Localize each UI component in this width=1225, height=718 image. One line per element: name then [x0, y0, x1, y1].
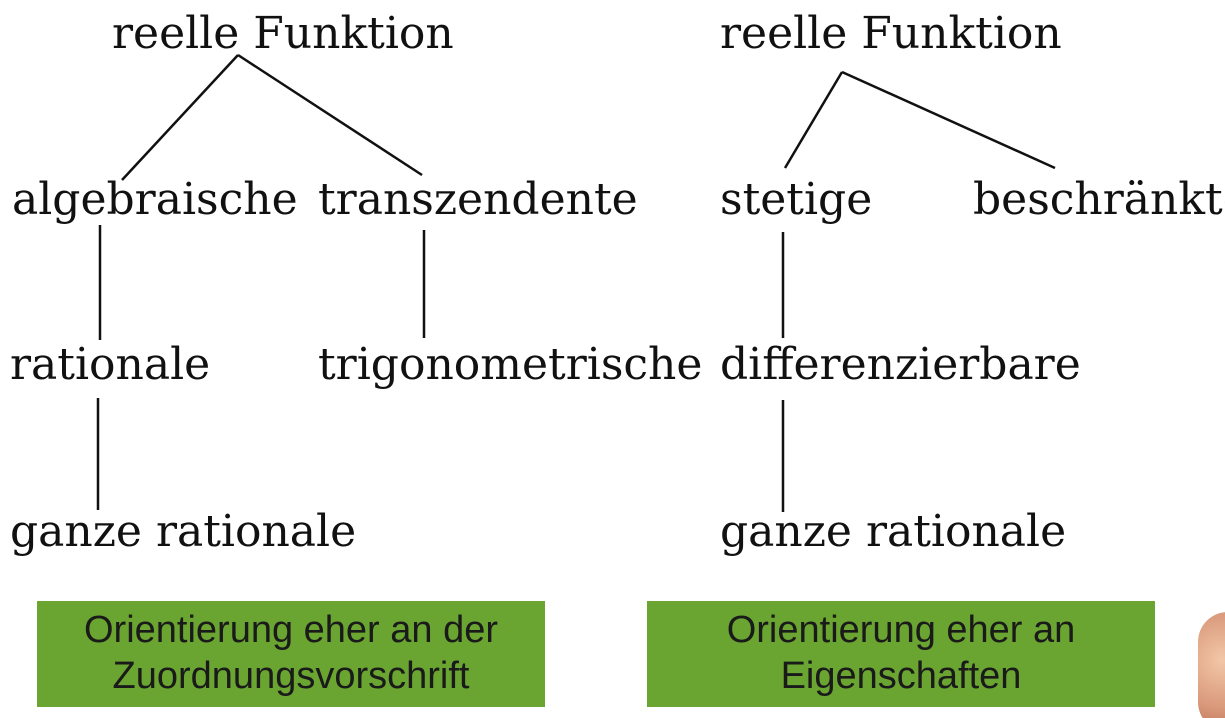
presenter-avatar — [1198, 612, 1225, 718]
left-caption-line1: Orientierung eher an der — [83, 609, 499, 652]
right-differenzierbare-label: differenzierbare — [720, 339, 1081, 390]
left-root-label: reelle Funktion — [112, 8, 454, 59]
left-caption-box: Orientierung eher an der Zuordnungsvorsc… — [37, 601, 545, 707]
left-transzendente-label: transzendente — [318, 174, 638, 225]
left-caption-line2: Zuordnungsvorschrift — [112, 655, 470, 697]
edge-root-stetige — [783, 71, 844, 169]
edge-root-algebraische — [121, 54, 239, 181]
right-caption-line2: Eigenschaften — [780, 655, 1022, 697]
left-ganze-rationale-label: ganze rationale — [10, 506, 357, 557]
right-caption-box: Orientierung eher an Eigenschaften — [647, 601, 1155, 707]
right-root-label: reelle Funktion — [720, 8, 1062, 59]
right-stetige-label: stetige — [720, 174, 873, 225]
edge-root-beschraenkte — [841, 70, 1056, 170]
right-ganze-rationale-label: ganze rationale — [720, 506, 1067, 557]
edge-root-transzendente — [237, 53, 423, 177]
right-beschraenkte-label: beschränkte — [973, 174, 1225, 225]
left-rationale-label: rationale — [10, 339, 211, 390]
left-trigonometrische-label: trigonometrische — [318, 339, 703, 390]
left-algebraische-label: algebraische — [12, 174, 298, 225]
right-caption-line1: Orientierung eher an — [726, 609, 1076, 652]
